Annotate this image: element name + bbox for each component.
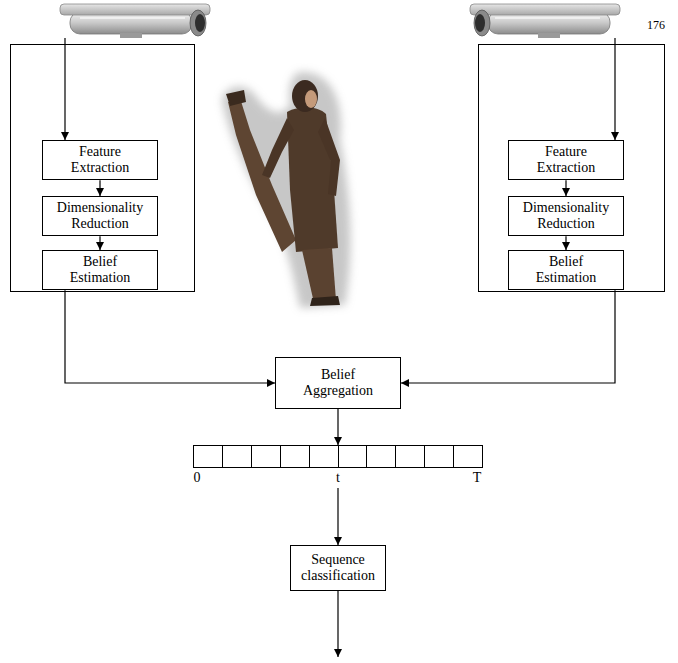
time-axis: 0 t T [193,468,483,488]
camera-pipeline-box: Feature ExtractionDimensionality Reducti… [10,44,195,292]
process-box: Belief Aggregation [275,357,401,409]
page-number: 176 [647,18,665,33]
buffer-cell [366,445,396,468]
box-label: Sequence classification [297,552,379,584]
buffer-cell [424,445,454,468]
buffer-cell [395,445,425,468]
buffer-cells [193,445,483,468]
time-tick-label: t [336,470,340,486]
camera-right [470,4,620,38]
flow-arrow [337,488,338,545]
box-label: Dimensionality Reduction [57,200,143,232]
flow-arrow [99,180,100,196]
buffer-cell [309,445,339,468]
box-label: Feature Extraction [57,144,143,176]
camera-left [60,4,210,38]
buffer-cell [280,445,310,468]
process-box: Belief Estimation [508,250,624,290]
time-tick-label: T [473,470,482,486]
flow-arrow [65,290,275,383]
box-label: Feature Extraction [523,144,609,176]
camera-pipeline-box: Feature ExtractionDimensionality Reducti… [478,44,665,292]
camera-feed-arrow [64,38,65,140]
process-box: Feature Extraction [508,140,624,180]
flow-arrow [401,290,615,383]
process-box: Sequence classification [290,545,386,591]
flow-arrow [565,236,566,250]
camera-feed-arrow [614,38,615,140]
process-box: Dimensionality Reduction [42,196,158,236]
buffer-cell [222,445,252,468]
box-label: Dimensionality Reduction [523,200,609,232]
timeline-buffer: 0 t T [193,445,483,488]
box-label: Belief Estimation [57,254,143,286]
time-tick-label: 0 [194,470,201,486]
buffer-cell [193,445,223,468]
process-box: Feature Extraction [42,140,158,180]
buffer-cell [338,445,368,468]
process-box: Dimensionality Reduction [508,196,624,236]
buffer-cell [453,445,483,468]
box-label: Belief Aggregation [294,367,382,399]
output-arrow [337,591,338,657]
buffer-cell [251,445,281,468]
box-label: Belief Estimation [523,254,609,286]
flow-arrow [565,180,566,196]
flow-arrow [99,236,100,250]
flow-arrow [337,409,338,445]
process-box: Belief Estimation [42,250,158,290]
person-figure [222,72,350,308]
